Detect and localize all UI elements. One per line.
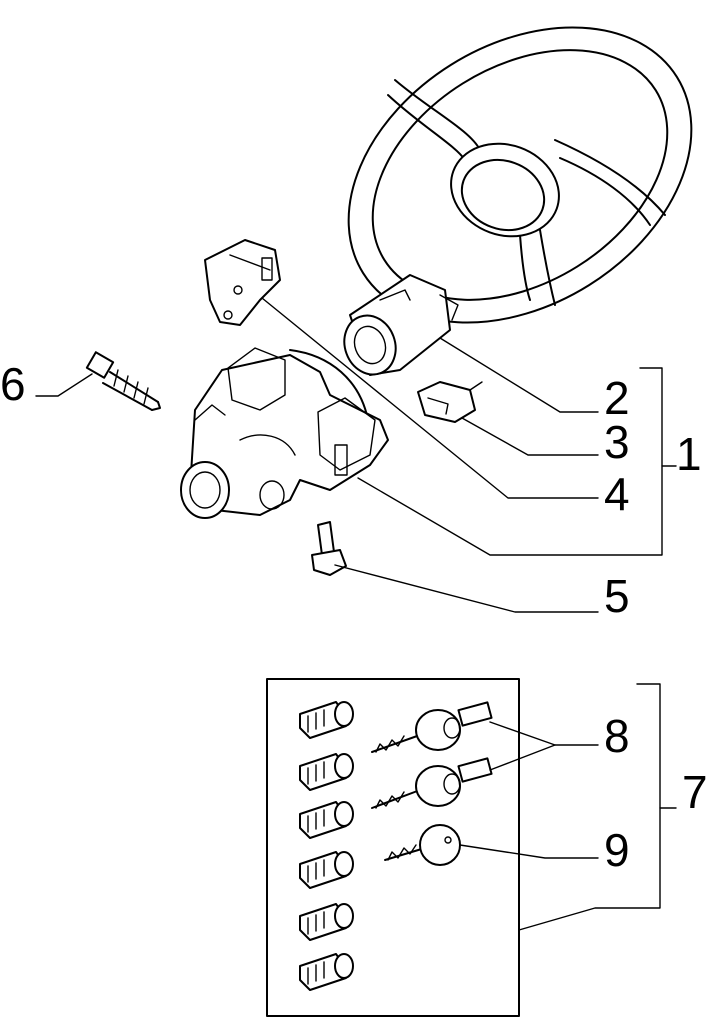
callout-7: 7 [682,766,708,818]
key-8-lower [371,757,493,809]
part-2-cylinder-housing [343,274,459,376]
part-3-switch [417,381,483,423]
part-4-bracket [204,239,281,326]
callout-8: 8 [604,710,630,762]
part-5-bolt [311,521,347,576]
steering-wheel [347,26,693,324]
callout-6: 6 [0,358,26,410]
kit-box [266,678,677,1017]
key-8-upper [371,701,493,753]
callout-4: 4 [604,468,630,520]
ignition-switch-assembly [180,347,389,519]
key-9 [384,824,461,866]
callout-3: 3 [604,416,630,468]
callout-labels: 1 2 3 4 5 6 7 8 9 [0,358,708,876]
callout-5: 5 [604,570,630,622]
part-6-screw [85,351,161,411]
lock-barrels [299,701,354,991]
callout-1: 1 [676,428,702,480]
leader-lines-lower [459,721,599,859]
callout-9: 9 [604,824,630,876]
leader-lines-upper [35,297,677,613]
callout-2: 2 [604,372,630,424]
